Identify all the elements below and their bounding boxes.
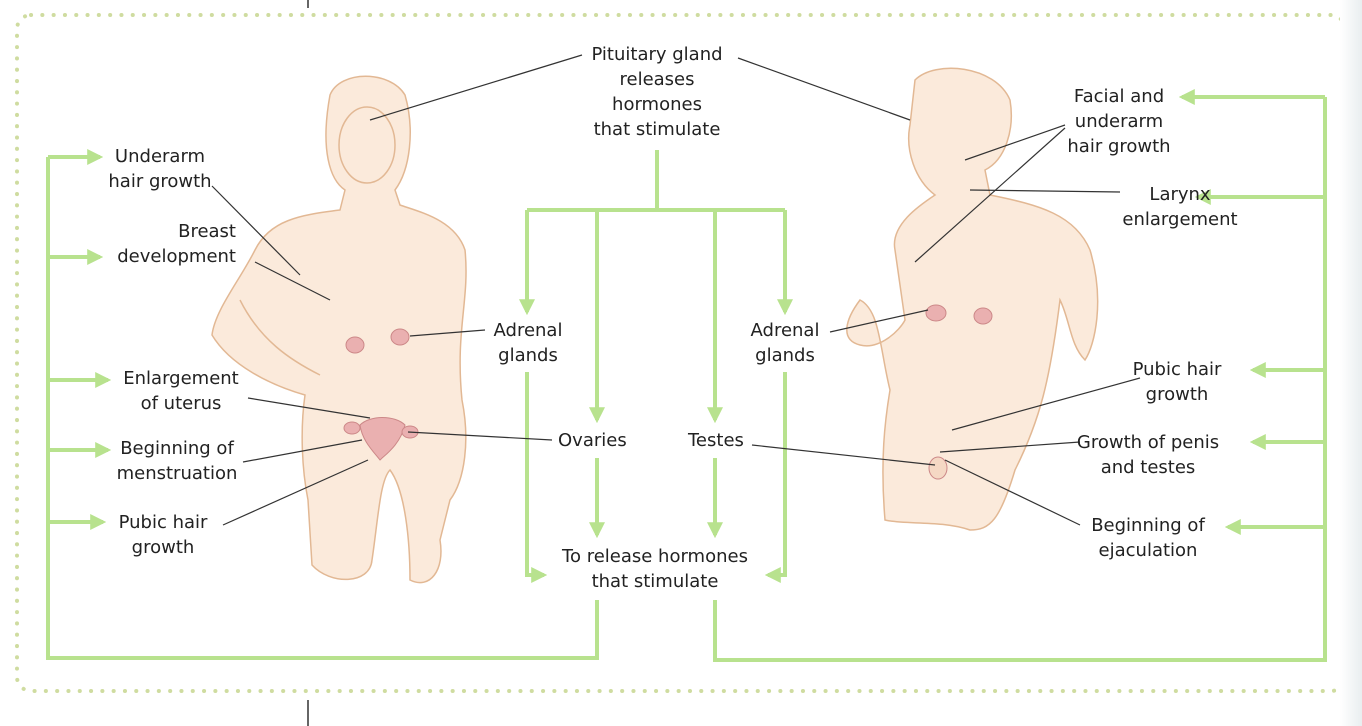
text-line: hair growth	[108, 171, 212, 192]
text-line: To release hormones	[562, 546, 748, 567]
male-penis-label: Growth of penis and testes	[1077, 430, 1219, 480]
female-pubic-label: Pubic hair growth	[119, 510, 208, 560]
text-line: ejaculation	[1098, 540, 1198, 561]
text-line: enlargement	[1122, 209, 1238, 230]
text-line: Beginning of	[1091, 515, 1205, 536]
female-figure	[211, 75, 467, 584]
testes-label: Testes	[688, 430, 744, 451]
text-line: Pubic hair	[118, 512, 208, 533]
text-line: underarm	[1074, 111, 1164, 132]
text-line: Enlargement	[123, 368, 239, 389]
page-edge-shadow	[1340, 0, 1362, 726]
text-line: of uterus	[140, 393, 222, 414]
adrenal-glands-female-label: Adrenal glands	[494, 318, 563, 368]
text-line: hair growth	[1067, 136, 1171, 157]
female-menstruation-label: Beginning of menstruation	[117, 436, 238, 486]
female-breast-label: Breast development	[117, 219, 236, 269]
text-line: Beginning of	[120, 438, 234, 459]
dotted-border	[15, 13, 1347, 693]
text-line: menstruation	[116, 463, 238, 484]
text-line: Pubic hair	[1132, 359, 1222, 380]
text-line: releases	[619, 69, 695, 90]
text-line: Growth of penis	[1076, 432, 1220, 453]
text-line: Adrenal	[493, 320, 563, 341]
text-line: hormones	[612, 94, 702, 115]
male-organs	[925, 304, 993, 480]
text-line: glands	[498, 345, 558, 366]
flow-arrows	[46, 89, 1327, 662]
text-line: and testes	[1100, 457, 1196, 478]
text-line: growth	[131, 537, 195, 558]
pituitary-label: Pituitary gland releases hormones that s…	[591, 42, 722, 142]
text-line: that stimulate	[593, 119, 721, 140]
text-line: Facial and	[1073, 86, 1165, 107]
male-facial-label: Facial and underarm hair growth	[1067, 84, 1170, 159]
release-hormones-label: To release hormones that stimulate	[562, 544, 748, 594]
text-line: Breast	[178, 221, 236, 242]
text-line: glands	[755, 345, 815, 366]
female-uterus-label: Enlargement of uterus	[123, 366, 238, 416]
text-line: Adrenal	[750, 320, 820, 341]
adrenal-glands-male-label: Adrenal glands	[751, 318, 820, 368]
text-line: development	[117, 246, 236, 267]
male-ejaculation-label: Beginning of ejaculation	[1091, 513, 1205, 563]
female-underarm-label: Underarm hair growth	[108, 144, 211, 194]
text-line: growth	[1145, 384, 1209, 405]
ovaries-label: Ovaries	[558, 430, 627, 451]
leader-lines	[211, 54, 1141, 526]
male-figure	[846, 67, 1099, 531]
text-line: Underarm	[114, 146, 206, 167]
male-pubic-label: Pubic hair growth	[1133, 357, 1222, 407]
text-line: that stimulate	[591, 571, 719, 592]
text-line: Larynx	[1149, 184, 1211, 205]
text-line: Pituitary gland	[591, 44, 723, 65]
male-larynx-label: Larynx enlargement	[1122, 182, 1237, 232]
